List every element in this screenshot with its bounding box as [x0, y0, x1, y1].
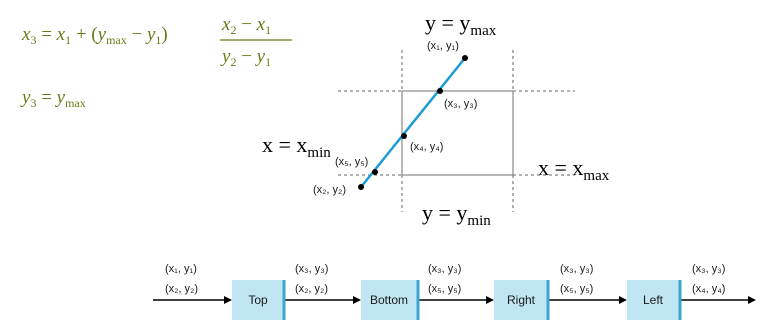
- label-y-max: y = ymax: [425, 10, 497, 39]
- stage-top: Top: [232, 280, 286, 320]
- fraction-denominator: y2 − y1: [220, 46, 271, 69]
- stage-right-box: [494, 280, 548, 320]
- label-x-max: x = xmax: [538, 155, 610, 184]
- point-2: [358, 184, 364, 190]
- point-3-label: (x₃, y₃): [444, 98, 477, 110]
- arrowhead-2: [353, 296, 361, 304]
- pipeline-input-2-top: (x₃, y₃): [428, 263, 461, 275]
- stage-left-box: [627, 280, 680, 320]
- stage-left-label: Left: [643, 293, 664, 307]
- pipeline-output-top: (x₃, y₃): [692, 263, 725, 275]
- clipping-pipeline: Top Bottom Right Left (x₁, y₁) (x₂, y₂) …: [153, 263, 756, 320]
- stage-bottom: Bottom: [361, 280, 420, 320]
- stage-right-label: Right: [507, 293, 536, 307]
- point-1-label: (x₁, y₁): [427, 40, 459, 52]
- line-segment: [360, 57, 466, 188]
- clip-window: [401, 90, 514, 176]
- pipeline-input-3-top: (x₃, y₃): [560, 263, 593, 275]
- label-x-min: x = xmin: [262, 132, 331, 161]
- stage-top-label: Top: [248, 293, 268, 307]
- label-y-min: y = ymin: [422, 200, 491, 229]
- pipeline-input-1-top: (x₃, y₃): [295, 263, 328, 275]
- arrowhead-4: [619, 296, 627, 304]
- pipeline-input-1-bottom: (x₂, y₂): [295, 283, 328, 295]
- point-1: [462, 55, 468, 61]
- stage-left: Left: [627, 280, 682, 320]
- point-5: [372, 169, 378, 175]
- point-5-label: (x₅, y₅): [335, 156, 368, 168]
- svg-text:x3 = x1 + (ymax − y1): x3 = x1 + (ymax − y1): [21, 24, 168, 47]
- equation-x3: x3 = x1 + (ymax − y1) x2 − x1 y2 − y1: [21, 14, 292, 69]
- stage-bottom-label: Bottom: [370, 293, 408, 307]
- arrowhead-1: [224, 296, 232, 304]
- stage-right: Right: [494, 280, 550, 320]
- svg-text:y3 = ymax: y3 = ymax: [20, 87, 86, 110]
- arrowhead-3: [486, 296, 494, 304]
- point-3: [437, 88, 443, 94]
- boundary-extensions: [338, 50, 575, 212]
- pipeline-arrowheads: [224, 296, 756, 304]
- pipeline-input-2-bottom: (x₅, y₅): [428, 283, 461, 295]
- point-4-label: (x₄, y₄): [410, 141, 443, 153]
- point-2-label: (x₂, y₂): [313, 184, 346, 196]
- stage-bottom-box: [361, 280, 418, 320]
- point-4: [401, 133, 407, 139]
- equation-y3: y3 = ymax: [20, 87, 86, 110]
- pipeline-input-3-bottom: (x₅, y₅): [560, 283, 593, 295]
- fraction-numerator: x2 − x1: [221, 14, 271, 37]
- arrowhead-5: [748, 296, 756, 304]
- pipeline-output-bottom: (x₄, y₄): [692, 283, 725, 295]
- pipeline-input-0-top: (x₁, y₁): [165, 263, 197, 275]
- stage-top-box: [232, 280, 284, 320]
- pipeline-input-0-bottom: (x₂, y₂): [165, 283, 198, 295]
